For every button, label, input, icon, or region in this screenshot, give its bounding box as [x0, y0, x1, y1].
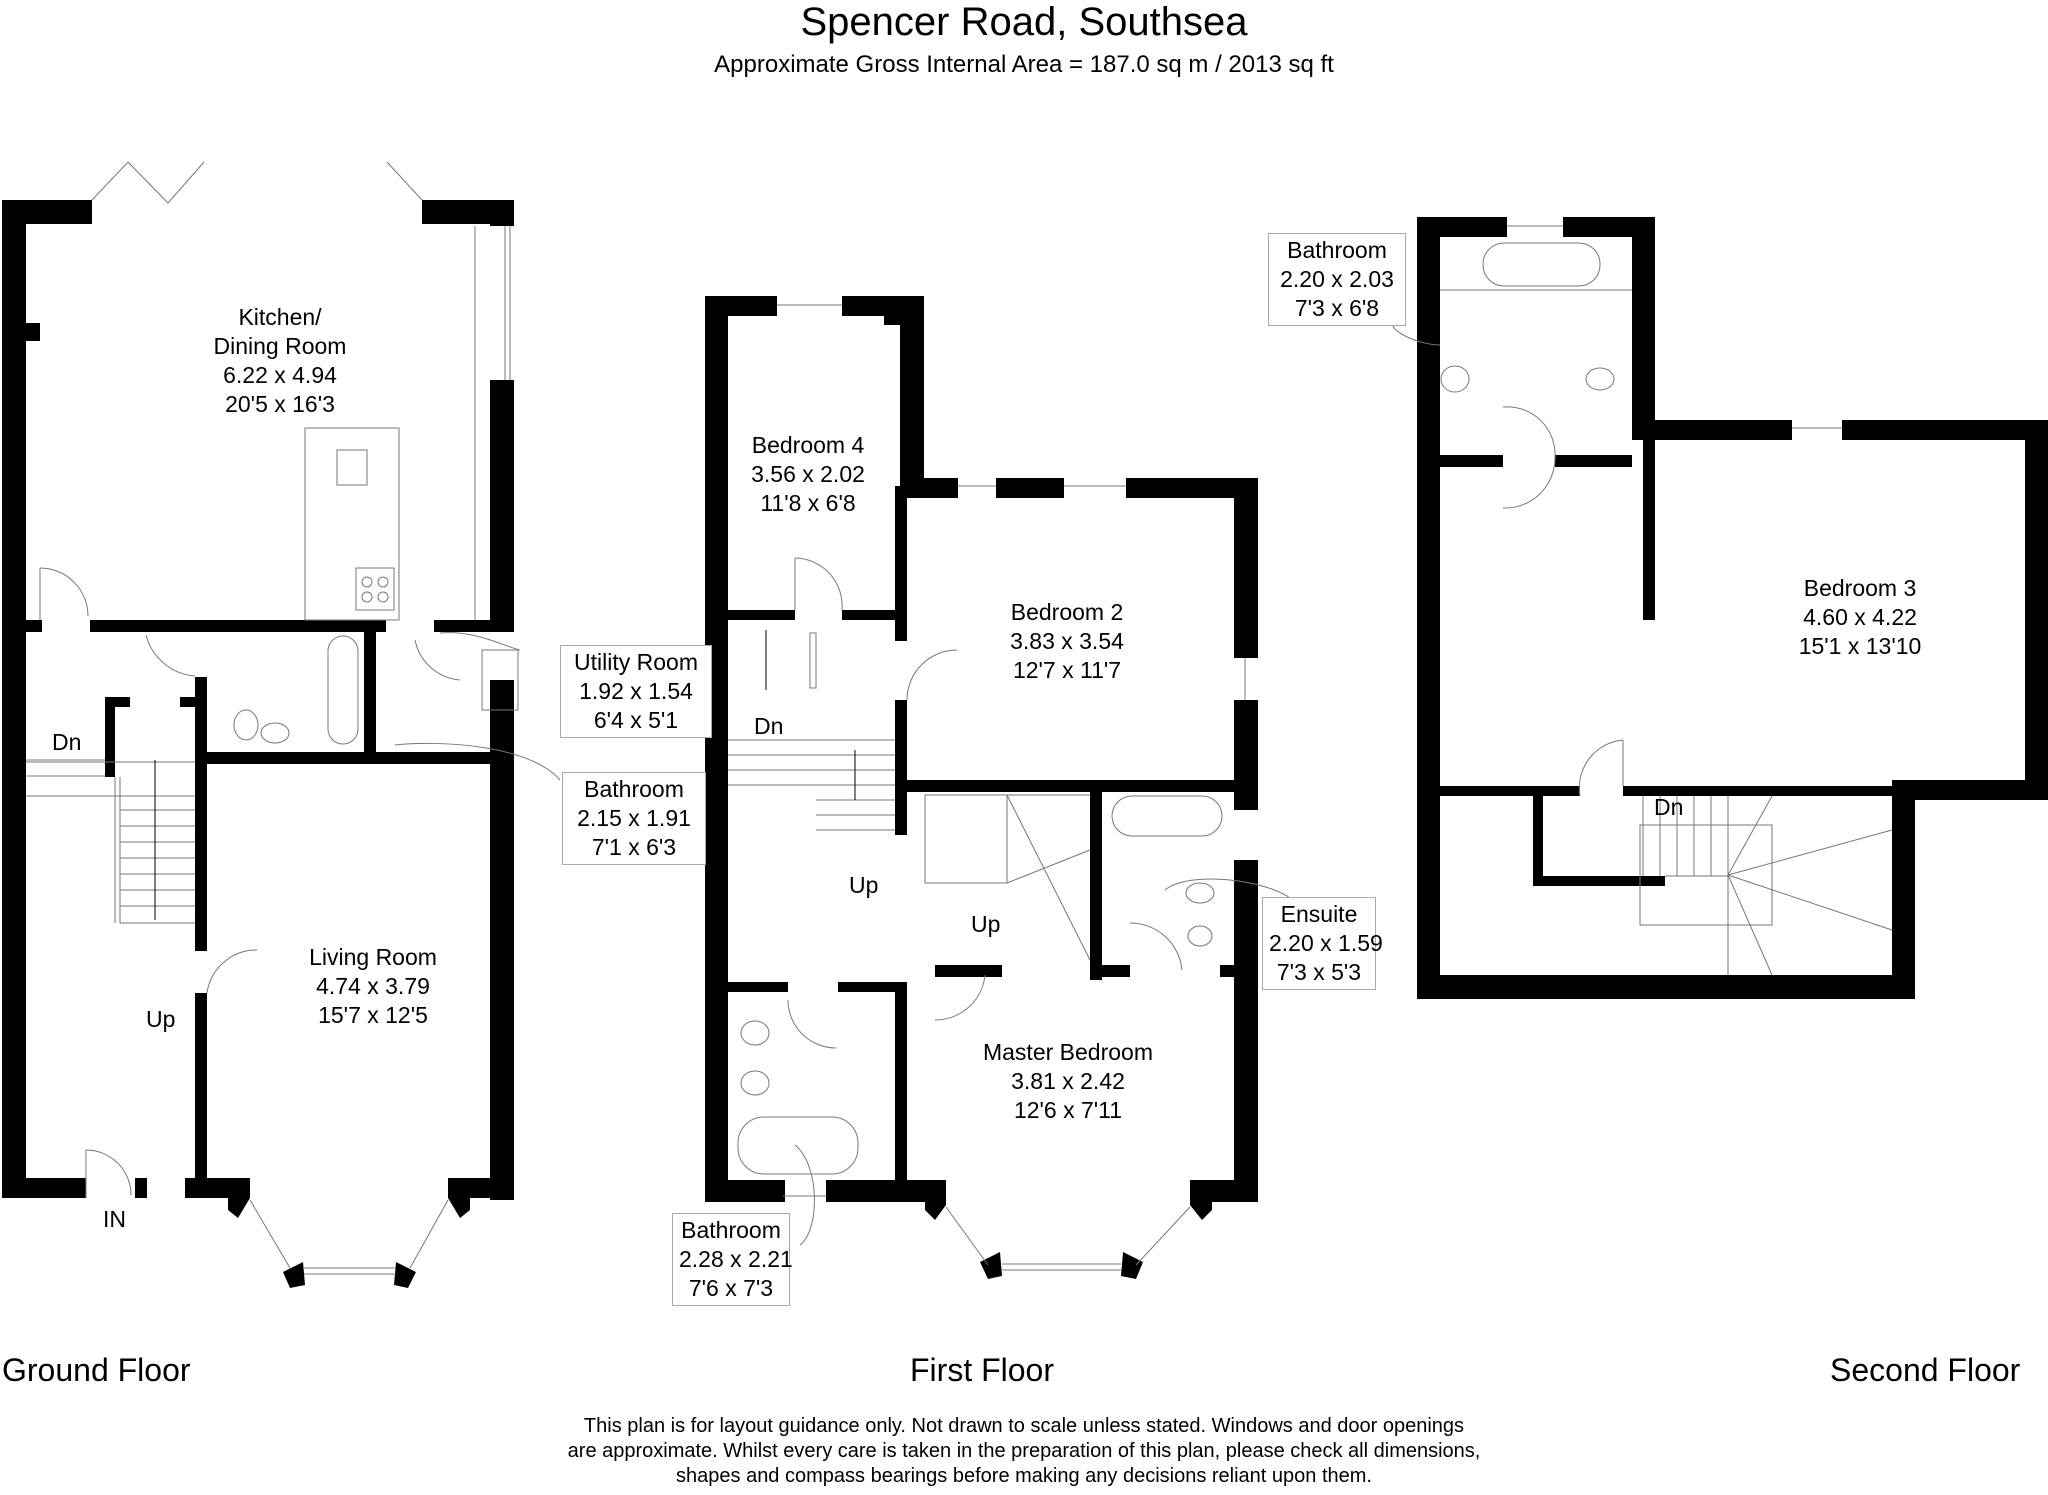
room-utility: Utility Room 1.92 x 1.54 6'4 x 5'1	[560, 645, 712, 738]
room-bedroom-4: Bedroom 4 3.56 x 2.02 11'8 x 6'8	[728, 431, 888, 518]
disclaimer-line: are approximate. Whilst every care is ta…	[567, 1440, 1481, 1462]
gross-area: Approximate Gross Internal Area = 187.0 …	[714, 51, 1334, 78]
room-metric: 2.28 x 2.21	[679, 1246, 793, 1272]
room-name: Kitchen/	[238, 304, 322, 330]
room-first-bathroom: Bathroom 2.28 x 2.21 7'6 x 7'3	[672, 1213, 793, 1306]
room-name: Bedroom 2	[1010, 599, 1124, 625]
first-floor-walls	[705, 296, 1258, 1279]
room-metric: 4.74 x 3.79	[316, 973, 430, 999]
room-imperial: 6'4 x 5'1	[593, 707, 679, 733]
second-floor-walls	[1417, 217, 2048, 999]
room-name: Bathroom	[1287, 237, 1387, 263]
room-imperial: 7'6 x 7'3	[688, 1275, 774, 1301]
room-kitchen-dining: Kitchen/ Dining Room 6.22 x 4.94 20'5 x …	[180, 303, 380, 419]
room-imperial: 7'3 x 6'8	[1294, 295, 1380, 321]
room-ground-bathroom: Bathroom 2.15 x 1.91 7'1 x 6'3	[562, 772, 706, 865]
entrance-label: IN	[103, 1206, 126, 1232]
room-metric: 2.20 x 1.59	[1269, 930, 1383, 956]
room-name: Master Bedroom	[982, 1039, 1153, 1065]
ground-floor-fixtures	[26, 161, 519, 1275]
room-metric: 4.60 x 4.22	[1803, 604, 1917, 630]
first-floor-fixtures	[728, 304, 1246, 1271]
room-metric: 3.56 x 2.02	[751, 461, 865, 487]
room-bedroom-2: Bedroom 2 3.83 x 3.54 12'7 x 11'7	[987, 598, 1147, 685]
floor-label-first: First Floor	[910, 1352, 1054, 1388]
room-name: Bedroom 3	[1803, 575, 1917, 601]
room-metric: 6.22 x 4.94	[223, 362, 337, 388]
room-name: Bathroom	[681, 1217, 781, 1243]
room-metric: 1.92 x 1.54	[579, 678, 693, 704]
room-imperial: 7'3 x 5'3	[1276, 959, 1362, 985]
room-metric: 3.81 x 2.42	[1011, 1068, 1125, 1094]
room-name: Utility Room	[574, 649, 698, 675]
plan-title: Spencer Road, Southsea	[800, 0, 1248, 44]
room-imperial: 15'1 x 13'10	[1798, 633, 1922, 659]
floor-label-second: Second Floor	[1830, 1352, 2021, 1388]
room-name: Living Room	[309, 944, 437, 970]
stairs-up-label: Up	[849, 872, 879, 898]
room-living: Living Room 4.74 x 3.79 15'7 x 12'5	[273, 943, 473, 1030]
room-second-bathroom: Bathroom 2.20 x 2.03 7'3 x 6'8	[1268, 233, 1406, 326]
room-metric: 2.15 x 1.91	[577, 805, 691, 831]
room-name: Bathroom	[584, 776, 684, 802]
room-name: Ensuite	[1280, 901, 1358, 927]
room-name-line2: Dining Room	[213, 333, 347, 359]
floor-label-ground: Ground Floor	[2, 1352, 191, 1388]
disclaimer-line: shapes and compass bearings before makin…	[676, 1465, 1372, 1487]
stairs-down-label: Dn	[1654, 794, 1684, 820]
label-leaders	[394, 314, 1441, 1246]
disclaimer-line: This plan is for layout guidance only. N…	[583, 1415, 1465, 1437]
ground-floor-walls	[2, 200, 514, 1288]
stairs-up-label: Up	[146, 1006, 176, 1032]
stairs-down-label: Dn	[52, 729, 82, 755]
room-imperial: 20'5 x 16'3	[225, 391, 335, 417]
room-imperial: 12'7 x 11'7	[1012, 657, 1122, 683]
room-ensuite: Ensuite 2.20 x 1.59 7'3 x 5'3	[1262, 897, 1383, 990]
second-floor-fixtures	[1440, 225, 1893, 976]
room-imperial: 7'1 x 6'3	[591, 834, 677, 860]
room-name: Bedroom 4	[751, 432, 865, 458]
room-bedroom-3: Bedroom 3 4.60 x 4.22 15'1 x 13'10	[1780, 574, 1940, 661]
disclaimer: This plan is for layout guidance only. N…	[0, 1414, 2048, 1489]
room-imperial: 15'7 x 12'5	[318, 1002, 428, 1028]
stairs-up-label: Up	[971, 911, 1001, 937]
room-imperial: 12'6 x 7'11	[1013, 1097, 1123, 1123]
room-metric: 2.20 x 2.03	[1280, 266, 1394, 292]
stairs-down-label: Dn	[754, 713, 784, 739]
room-master-bedroom: Master Bedroom 3.81 x 2.42 12'6 x 7'11	[968, 1038, 1168, 1125]
room-imperial: 11'8 x 6'8	[760, 490, 856, 516]
room-metric: 3.83 x 3.54	[1010, 628, 1124, 654]
